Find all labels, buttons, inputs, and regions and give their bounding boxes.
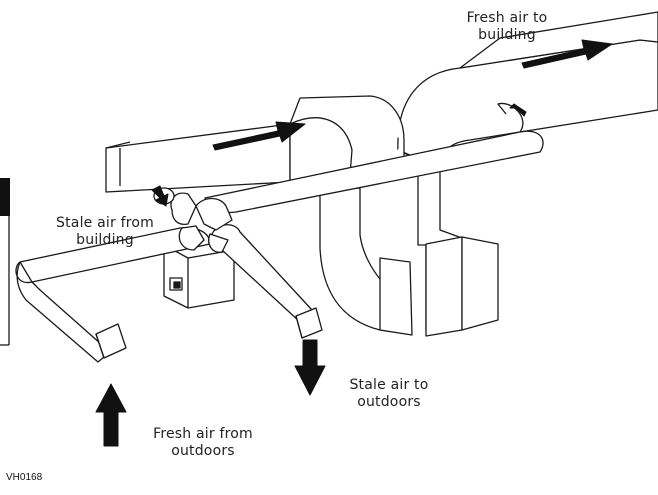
label-stale-to-outdoors-line2: outdoors: [357, 394, 421, 410]
left-edge-frame: [0, 178, 10, 346]
arrow-fresh-up: [95, 383, 127, 447]
supply-duct: [105, 11, 658, 337]
label-stale-from-building: Stale air from building: [40, 215, 170, 249]
label-fresh-to-building-line2: building: [478, 27, 536, 43]
outdoor-hoods: [95, 307, 323, 359]
figure-code: VH0168: [6, 472, 43, 483]
arrow-small-right-pipe: [509, 103, 527, 117]
label-stale-from-building-line1: Stale air from: [56, 215, 154, 231]
arrow-duct-left: [212, 121, 306, 151]
label-stale-to-outdoors-line1: Stale air to: [349, 377, 429, 393]
label-stale-to-outdoors: Stale air to outdoors: [334, 377, 444, 411]
airflow-arrows: [95, 39, 613, 447]
label-fresh-to-building-line1: Fresh air to: [466, 10, 548, 26]
label-fresh-from-outdoors-line2: outdoors: [171, 443, 235, 459]
arrow-small-left-pipe: [151, 185, 169, 207]
arrow-stale-down: [294, 339, 326, 396]
label-fresh-to-building: Fresh air to building: [452, 10, 562, 44]
flex-ducts: [15, 102, 544, 363]
label-stale-from-building-line2: building: [76, 232, 134, 248]
label-fresh-from-outdoors-line1: Fresh air from: [153, 426, 253, 442]
arrow-duct-right: [521, 39, 613, 69]
label-fresh-from-outdoors: Fresh air from outdoors: [138, 426, 268, 460]
